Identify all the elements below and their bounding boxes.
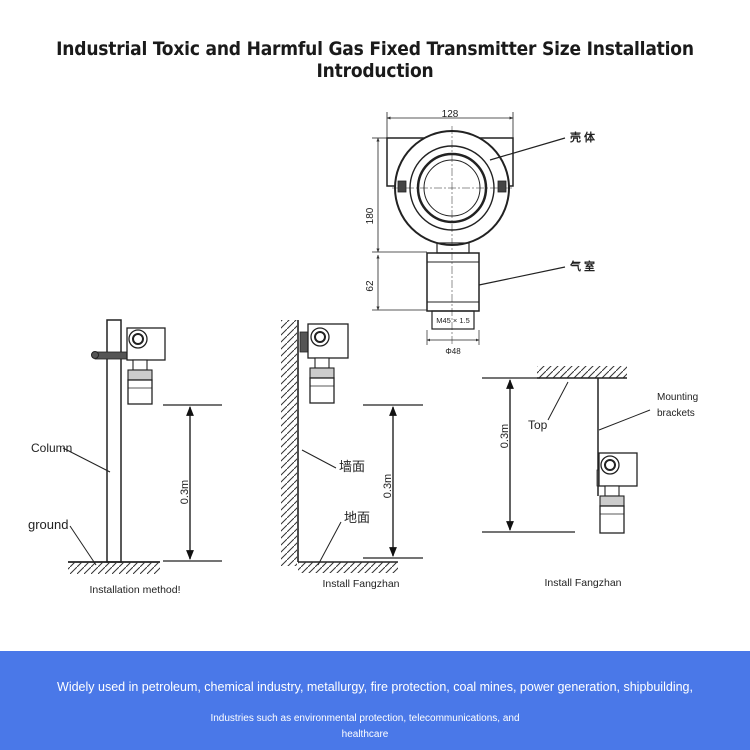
thread-size-label: M45 × 1.5 xyxy=(436,316,470,325)
caption-install-wall: Install Fangzhan xyxy=(322,578,399,590)
wall-surface-label: 墙面 xyxy=(339,459,365,474)
ceiling-installation xyxy=(482,366,651,534)
height-dimension-label: 180 xyxy=(365,207,376,224)
floor-surface-label: 地面 xyxy=(344,510,370,525)
column-label: Column xyxy=(31,441,72,455)
footer-industries-text: Industries such as environmental protect… xyxy=(210,713,520,740)
brackets-label: brackets xyxy=(657,408,695,419)
page-title: Industrial Toxic and Harmful Gas Fixed T… xyxy=(56,38,694,82)
distance-label-2: 0.3m xyxy=(382,474,394,498)
footer-applications-text: Widely used in petroleum, chemical indus… xyxy=(57,680,693,694)
transmitter-icon xyxy=(299,323,349,404)
top-label: Top xyxy=(528,418,548,432)
gas-chamber-callout: 气 室 xyxy=(569,259,595,273)
distance-label-3: 0.3m xyxy=(499,424,511,448)
lower-height-dimension-label: 62 xyxy=(365,280,376,292)
caption-installation-method: Installation method! xyxy=(89,584,180,596)
distance-label-1: 0.3m xyxy=(179,480,191,504)
wall-installation xyxy=(281,320,423,573)
technical-drawing xyxy=(372,112,566,345)
housing-callout: 壳 体 xyxy=(569,130,596,144)
diameter-label: Φ48 xyxy=(445,347,461,356)
width-dimension-label: 128 xyxy=(442,109,459,120)
mounting-label: Mounting xyxy=(657,392,698,403)
transmitter-icon xyxy=(596,452,638,534)
caption-install-ceiling: Install Fangzhan xyxy=(544,577,621,589)
column-installation xyxy=(62,319,222,574)
ground-label: ground xyxy=(28,517,68,532)
footer-banner: Widely used in petroleum, chemical indus… xyxy=(0,651,750,750)
transmitter-icon xyxy=(126,327,166,405)
